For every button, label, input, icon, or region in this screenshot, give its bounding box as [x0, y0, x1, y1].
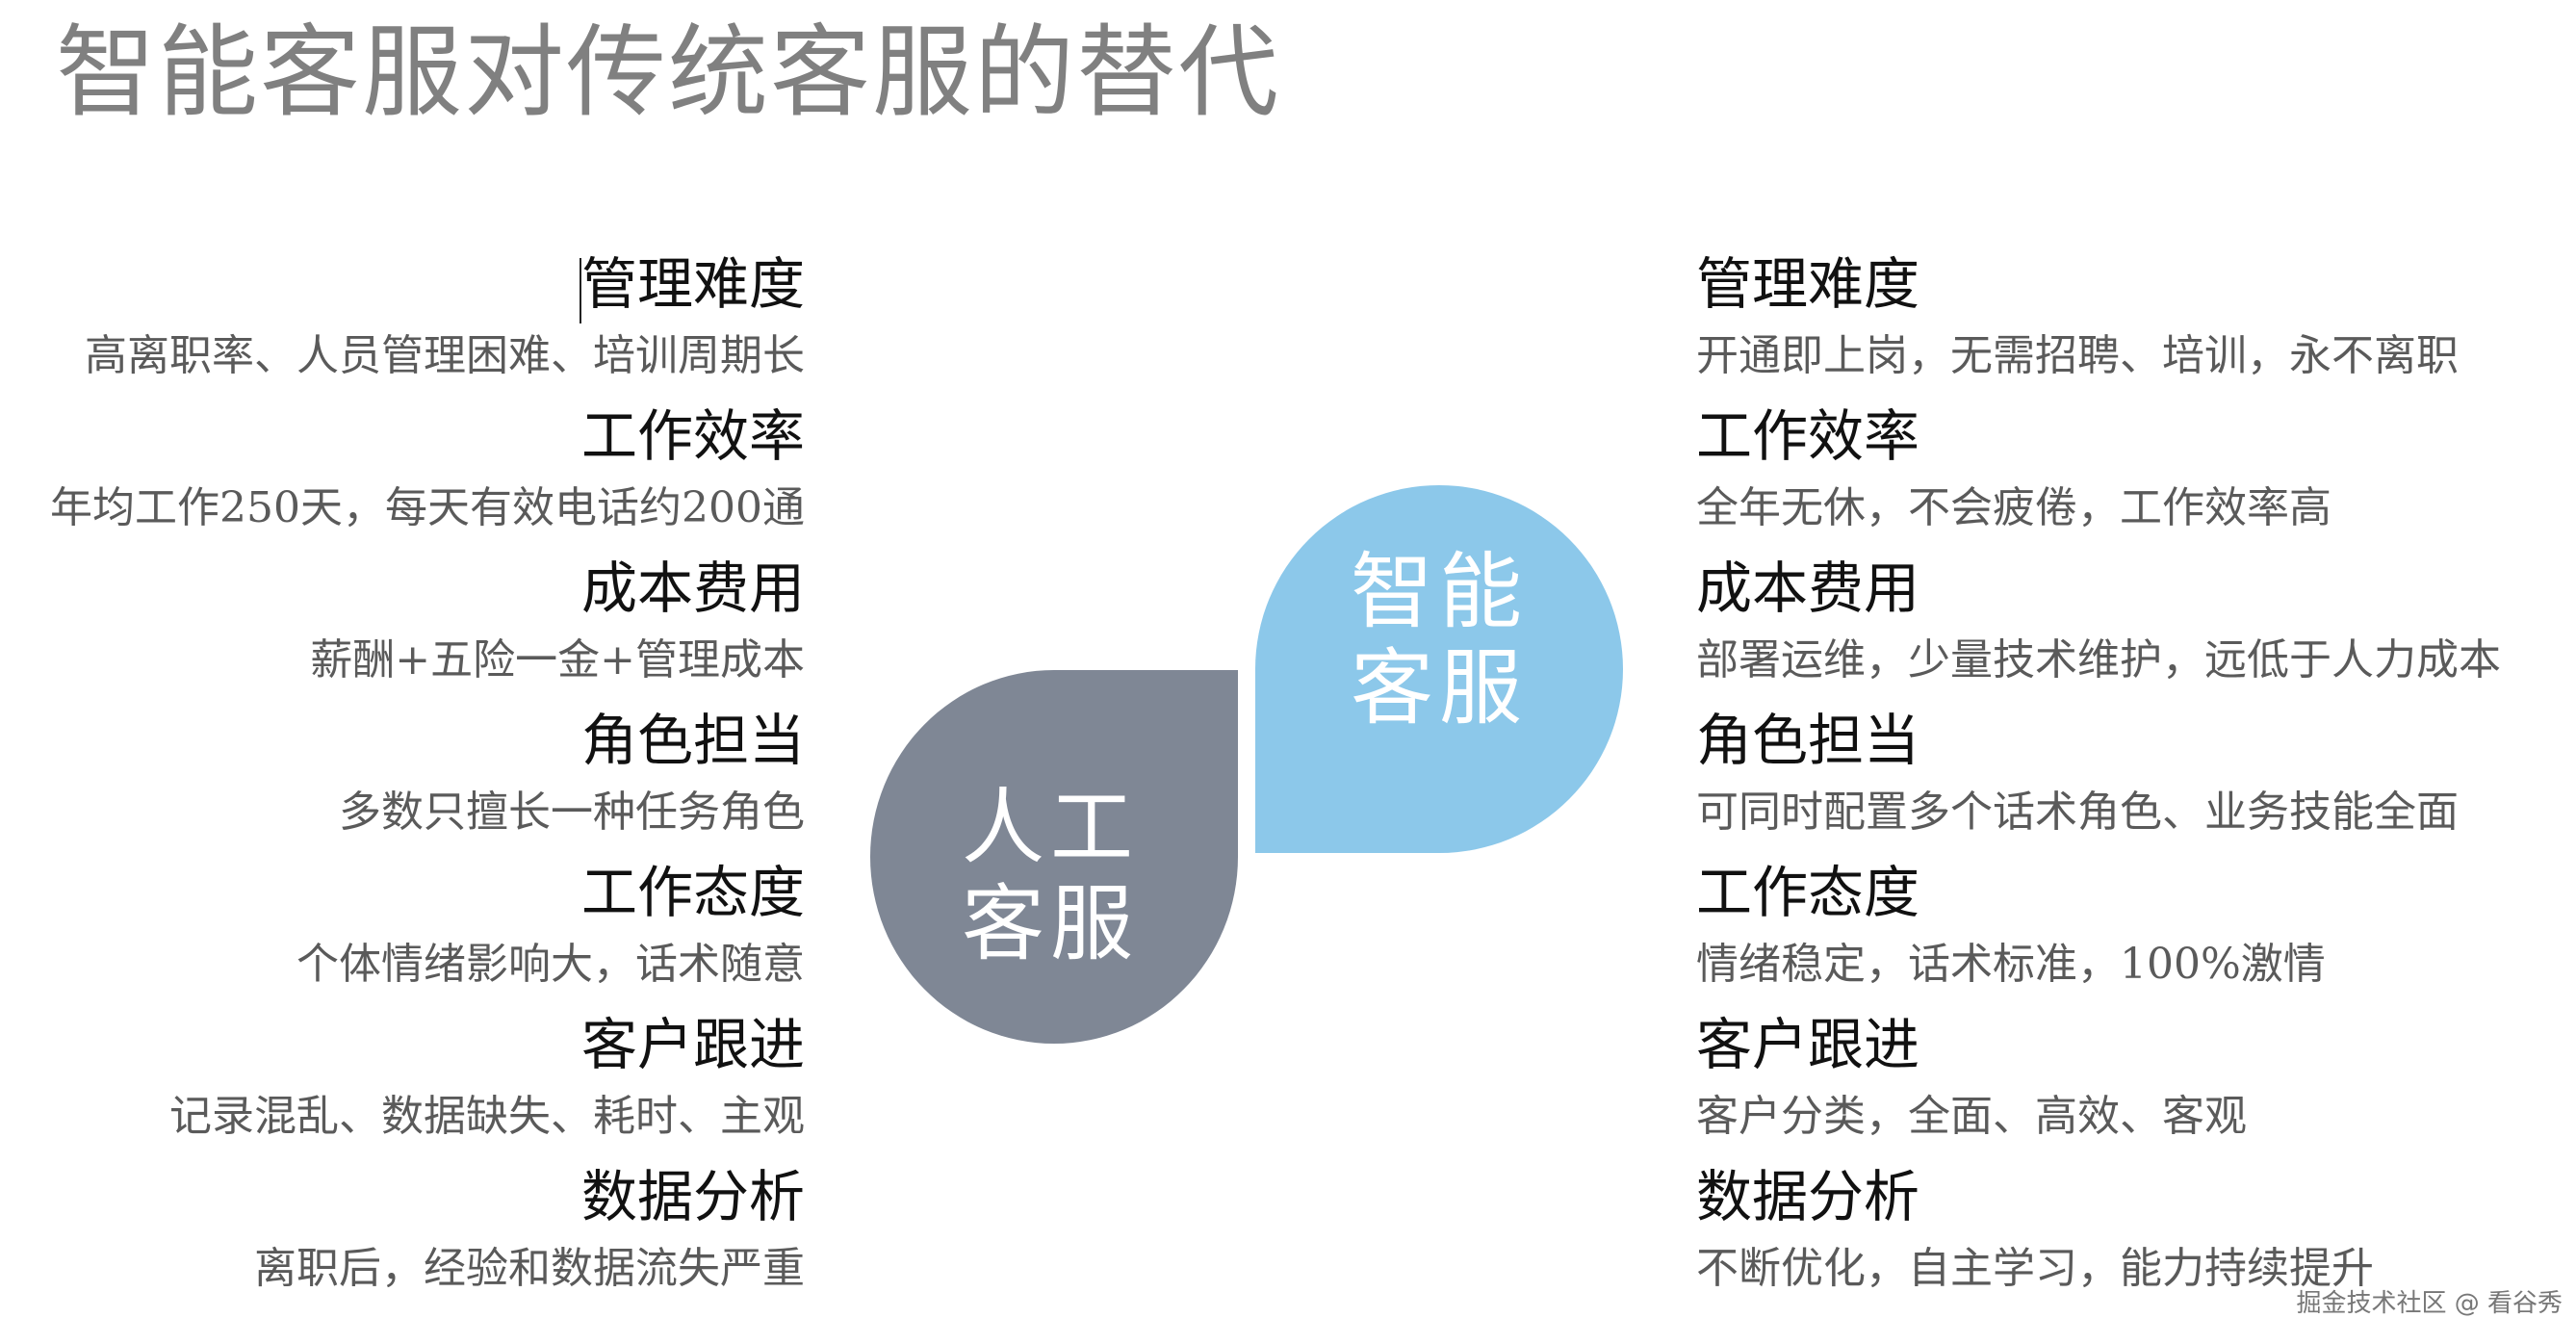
comparison-item: 客户跟进 记录混乱、数据缺失、耗时、主观 — [50, 1006, 805, 1158]
comparison-item: 管理难度 开通即上岗，无需招聘、培训，永不离职 — [1696, 246, 2501, 398]
item-heading: 管理难度 — [1696, 251, 1920, 317]
item-description: 可同时配置多个话术角色、业务技能全面 — [1696, 788, 2459, 837]
item-heading: 客户跟进 — [580, 1012, 805, 1077]
comparison-item: 工作效率 全年无休，不会疲倦，工作效率高 — [1696, 398, 2501, 550]
comparison-item: 数据分析 不断优化，自主学习，能力持续提升 — [1696, 1158, 2501, 1310]
item-heading: 工作态度 — [1696, 860, 1920, 925]
item-description: 个体情绪影响大，话术随意 — [296, 940, 805, 989]
item-heading: 角色担当 — [1696, 708, 1920, 773]
item-description: 离职后，经验和数据流失严重 — [254, 1244, 805, 1293]
comparison-item: 工作态度 情绪稳定，话术标准，100%激情 — [1696, 854, 2501, 1006]
item-heading: 数据分析 — [1696, 1164, 1920, 1229]
text-cursor — [580, 258, 581, 323]
comparison-item: 工作态度 个体情绪影响大，话术随意 — [50, 854, 805, 1006]
item-heading: 管理难度 — [580, 251, 805, 317]
item-description: 记录混乱、数据缺失、耗时、主观 — [169, 1092, 805, 1141]
human-service-label: 人工客服 — [962, 780, 1139, 972]
item-description: 多数只擅长一种任务角色 — [339, 788, 805, 837]
comparison-item: 管理难度 高离职率、人员管理困难、培训周期长 — [50, 246, 805, 398]
page-title: 智能客服对传统客服的替代 — [56, 13, 1281, 131]
item-description: 年均工作250天，每天有效电话约200通 — [50, 483, 805, 532]
human-service-column: 管理难度 高离职率、人员管理困难、培训周期长 工作效率 年均工作250天，每天有… — [50, 246, 805, 1310]
smart-service-shape: 智能客服 — [1255, 485, 1623, 853]
item-heading: 数据分析 — [580, 1164, 805, 1229]
item-description: 高离职率、人员管理困难、培训周期长 — [85, 331, 805, 380]
smart-service-label: 智能客服 — [1351, 544, 1528, 737]
item-description: 情绪稳定，话术标准，100%激情 — [1696, 940, 2326, 989]
comparison-item: 成本费用 部署运维，少量技术维护，远低于人力成本 — [1696, 550, 2501, 702]
item-heading: 工作态度 — [580, 860, 805, 925]
item-heading: 角色担当 — [580, 708, 805, 773]
comparison-item: 角色担当 多数只擅长一种任务角色 — [50, 702, 805, 854]
item-heading: 客户跟进 — [1696, 1012, 1920, 1077]
human-service-shape: 人工客服 — [870, 670, 1238, 1044]
item-description: 部署运维，少量技术维护，远低于人力成本 — [1696, 635, 2501, 685]
comparison-item: 工作效率 年均工作250天，每天有效电话约200通 — [50, 398, 805, 550]
item-heading: 成本费用 — [580, 556, 805, 621]
item-description: 客户分类，全面、高效、客观 — [1696, 1092, 2247, 1141]
comparison-item: 成本费用 薪酬+五险一金+管理成本 — [50, 550, 805, 702]
comparison-item: 角色担当 可同时配置多个话术角色、业务技能全面 — [1696, 702, 2501, 854]
item-description: 不断优化，自主学习，能力持续提升 — [1696, 1244, 2374, 1293]
comparison-item: 数据分析 离职后，经验和数据流失严重 — [50, 1158, 805, 1310]
watermark: 掘金技术社区 @ 看谷秀 — [2296, 1289, 2563, 1318]
smart-service-column: 管理难度 开通即上岗，无需招聘、培训，永不离职 工作效率 全年无休，不会疲倦，工… — [1696, 246, 2501, 1310]
item-heading: 工作效率 — [580, 403, 805, 469]
comparison-item: 客户跟进 客户分类，全面、高效、客观 — [1696, 1006, 2501, 1158]
item-description: 开通即上岗，无需招聘、培训，永不离职 — [1696, 331, 2459, 380]
item-heading: 工作效率 — [1696, 403, 1920, 469]
item-description: 全年无休，不会疲倦，工作效率高 — [1696, 483, 2331, 532]
item-description: 薪酬+五险一金+管理成本 — [310, 635, 805, 685]
item-heading: 成本费用 — [1696, 556, 1920, 621]
